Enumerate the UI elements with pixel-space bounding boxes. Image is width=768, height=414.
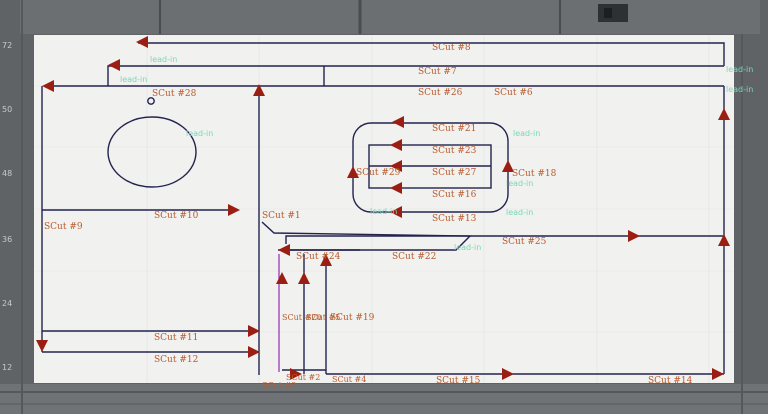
- label-scut-25: SCut #25: [502, 237, 547, 247]
- svg-text:lead-in: lead-in: [370, 207, 397, 216]
- label-scut-15: SCut #15: [436, 376, 481, 386]
- arrow-scut-14: [712, 368, 724, 380]
- label-scut-22: SCut #22: [392, 252, 436, 262]
- label-scut-12: SCut #12: [154, 355, 198, 365]
- arrow-scut-25: [628, 230, 640, 242]
- label-scut-21: SCut #21: [432, 124, 476, 134]
- label-scut-11: SCut #11: [154, 333, 198, 343]
- arrow-scut-22: [278, 244, 290, 256]
- arrow-scut-14-up: [718, 234, 730, 246]
- svg-text:36: 36: [2, 235, 12, 244]
- svg-text:24: 24: [2, 299, 12, 308]
- svg-text:48: 48: [2, 169, 12, 178]
- path-pilot-hole: [147, 97, 155, 105]
- svg-text:lead-in: lead-in: [120, 75, 147, 84]
- bed-frame-bottom: [0, 384, 768, 414]
- arrow-scut-2: [290, 368, 302, 380]
- label-scut-24: SCut #24: [296, 252, 341, 262]
- label-scut-8: SCut #8: [432, 43, 471, 53]
- label-scut-6: SCut #6: [494, 88, 533, 98]
- arrow-scut-13: [390, 206, 402, 218]
- label-scut-3: SCut #3: [262, 381, 296, 390]
- arrow-scut-12: [248, 346, 260, 358]
- clamp-block: [598, 4, 628, 22]
- arrow-scut-24b: [298, 272, 310, 284]
- path-scut-7: [107, 65, 724, 86]
- label-scut-16: SCut #16: [432, 190, 477, 200]
- arrow-scut-21: [392, 116, 404, 128]
- label-scut-7: SCut #7: [418, 67, 457, 77]
- svg-text:lead-in: lead-in: [150, 55, 177, 64]
- label-scut-2: SCut #2: [286, 373, 320, 382]
- cut-labels: SCut #8 SCut #7 SCut #28 SCut #26 SCut #…: [44, 43, 693, 390]
- arrow-scut-29: [347, 166, 359, 178]
- path-scut-22: [261, 221, 472, 251]
- label-scut-27: SCut #27: [432, 168, 477, 178]
- svg-text:lead-in: lead-in: [506, 179, 533, 188]
- path-ellipse-cutout: [107, 116, 197, 188]
- label-scut-18: SCut #18: [512, 169, 557, 179]
- label-scut-4: SCut #4: [332, 375, 366, 384]
- arrow-scut-15: [502, 368, 514, 380]
- arrow-scut-24a: [320, 254, 332, 266]
- path-scut-8: [138, 42, 725, 66]
- arrow-scut-7: [108, 59, 120, 71]
- label-scut-10: SCut #10: [154, 211, 199, 221]
- svg-text:lead-in: lead-in: [513, 129, 540, 138]
- direction-arrows: [36, 36, 730, 380]
- label-scut-14: SCut #14: [648, 376, 693, 386]
- label-scut-20: SCut #20: [282, 313, 321, 322]
- arrow-scut-6-up: [718, 108, 730, 120]
- label-scut-19: SCut #19: [330, 313, 375, 323]
- arrow-scut-16: [390, 182, 402, 194]
- svg-text:12: 12: [2, 363, 12, 372]
- left-ruler: 72 50 48 36 24 12: [2, 41, 12, 372]
- arrow-scut-24c: [276, 272, 288, 284]
- bed-frame-top: [20, 0, 760, 34]
- arrow-scut-23: [390, 139, 402, 151]
- arrow-scut-10: [228, 204, 240, 216]
- label-scut-23: SCut #23: [432, 146, 477, 156]
- label-scut-1: SCut #1: [262, 211, 301, 221]
- label-scut-28: SCut #28: [152, 89, 197, 99]
- label-scut-13: SCut #13: [432, 214, 477, 224]
- svg-text:50: 50: [2, 105, 12, 114]
- arrow-scut-11: [248, 325, 260, 337]
- label-scut-9: SCut #9: [44, 222, 83, 232]
- arrow-scut-18: [502, 160, 514, 172]
- arrow-scut-8: [136, 36, 148, 48]
- ghost-labels: lead-in lead-in lead-in lead-in lead-in …: [120, 55, 753, 252]
- svg-text:lead-in: lead-in: [726, 65, 753, 74]
- path-scut-25: [285, 235, 724, 244]
- svg-text:lead-in: lead-in: [186, 129, 213, 138]
- label-scut-29: SCut #29: [356, 168, 401, 178]
- svg-text:72: 72: [2, 41, 12, 50]
- label-scut-26: SCut #26: [418, 88, 463, 98]
- arrow-scut-1-up: [253, 84, 265, 96]
- label-scut-5: SCut #5: [306, 313, 340, 322]
- arrow-scut-9-down: [36, 340, 48, 352]
- svg-text:lead-in: lead-in: [506, 208, 533, 217]
- toolpaths: [41, 42, 725, 375]
- arrow-scut-26: [42, 80, 54, 92]
- svg-text:lead-in: lead-in: [726, 85, 753, 94]
- svg-text:lead-in: lead-in: [454, 243, 481, 252]
- arrow-scut-27: [390, 160, 402, 172]
